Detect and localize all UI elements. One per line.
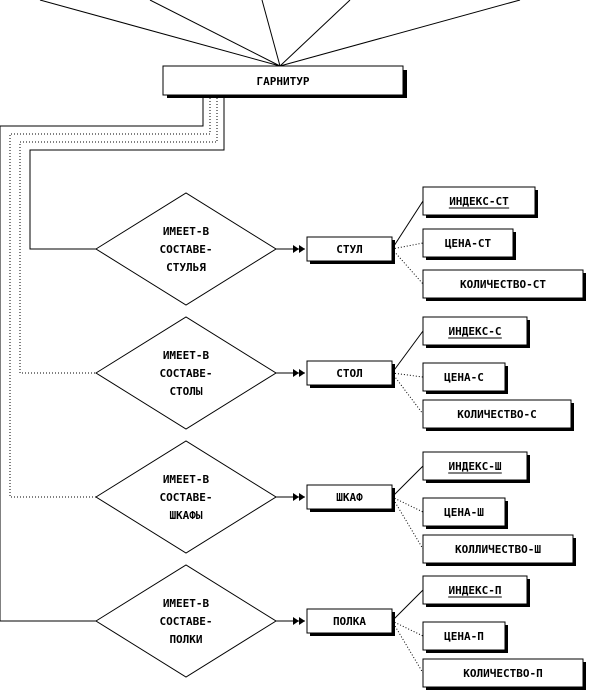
arrowhead-icon <box>299 617 305 625</box>
attribute-label: ИНДЕКС-С <box>449 325 502 338</box>
attribute-connector <box>391 248 424 285</box>
attribute-box: ЦЕНА-Ш <box>422 497 508 529</box>
attribute-label: ЦЕНА-С <box>444 371 484 384</box>
attribute-connector <box>391 496 424 513</box>
attribute-label: ЦЕНА-П <box>444 630 484 643</box>
attribute-box: ЦЕНА-С <box>422 362 508 394</box>
arrowhead-icon <box>299 369 305 377</box>
attribute-connector <box>391 496 424 550</box>
arrowhead-icon <box>293 245 299 253</box>
arrowhead-icon <box>293 617 299 625</box>
arrowhead-icon <box>299 493 305 501</box>
attribute-box: ЦЕНА-П <box>422 621 508 653</box>
attribute-box: КОЛИЧЕСТВО-П <box>422 658 586 690</box>
attribute-connector <box>391 242 424 250</box>
attribute-connector <box>391 200 424 250</box>
attribute-label: КОЛИЧЕСТВО-С <box>457 408 536 421</box>
attribute-label: ЦЕНА-СТ <box>445 237 492 250</box>
diamond-label-line: СОСТАВЕ- <box>160 615 213 628</box>
attribute-label: КОЛИЧЕСТВО-СТ <box>460 278 546 291</box>
attribute-label: ИНДЕКС-СТ <box>449 195 509 208</box>
relation-row: ИМЕЕТ-В СОСТАВЕ- ШКАФЫ ШКАФ ИНДЕКС-Ш ЦЕНА-Ш КО… <box>95 440 576 566</box>
attribute-box: ЦЕНА-СТ <box>422 228 516 260</box>
arrowhead-icon <box>299 245 305 253</box>
relationship-rows: ИМЕЕТ-В СОСТАВЕ- СТУЛЬЯ СТУЛ ИНДЕКС-СТ ЦЕНА-С… <box>95 186 586 690</box>
relation-row: ИМЕЕТ-В СОСТАВЕ- ПОЛКИ ПОЛКА ИНДЕКС-П ЦЕНА-П К… <box>95 564 586 690</box>
entity-label: ШКАФ <box>336 491 363 504</box>
relationship-diamond: ИМЕЕТ-В СОСТАВЕ- СТУЛЬЯ <box>95 192 277 306</box>
attribute-connector <box>391 620 424 637</box>
attribute-box: КОЛИЧЕСТВО-С <box>422 399 574 431</box>
entity-label: ПОЛКА <box>333 615 366 628</box>
attribute-label: КОЛИЧЕСТВО-П <box>463 667 542 680</box>
root-connectors <box>0 95 225 622</box>
relation-row: ИМЕЕТ-В СОСТАВЕ- СТОЛЫ СТОЛ ИНДЕКС-С ЦЕНА-С КО… <box>95 316 574 431</box>
arrowhead-icon <box>293 493 299 501</box>
relationship-diamond: ИМЕЕТ-В СОСТАВЕ- ПОЛКИ <box>95 564 277 678</box>
diamond-label-line: ИМЕЕТ-В <box>163 225 210 238</box>
attribute-connector <box>391 372 424 378</box>
entity-garnitur-label: ГАРНИТУР <box>257 75 310 88</box>
entity-garnitur: ГАРНИТУР <box>162 65 407 98</box>
attribute-box: КОЛЛИЧЕСТВО-Ш <box>422 534 576 566</box>
attribute-box: КОЛИЧЕСТВО-СТ <box>422 269 586 301</box>
key-attribute-box: ИНДЕКС-С <box>422 316 530 348</box>
key-attribute-box: ИНДЕКС-П <box>422 575 530 607</box>
key-attribute-box: ИНДЕКС-Ш <box>422 451 530 483</box>
relationship-diamond: ИМЕЕТ-В СОСТАВЕ- ШКАФЫ <box>95 440 277 554</box>
entity-label: СТОЛ <box>336 367 363 380</box>
key-attribute-box: ИНДЕКС-СТ <box>422 186 538 218</box>
entity-box: ПОЛКА <box>306 608 395 636</box>
diamond-label-line: ИМЕЕТ-В <box>163 349 210 362</box>
entity-label: СТУЛ <box>336 243 363 256</box>
diamond-label-line: ИМЕЕТ-В <box>163 597 210 610</box>
diamond-label-line: СОСТАВЕ- <box>160 243 213 256</box>
top-incoming-lines <box>39 0 521 67</box>
diamond-label-line: СОСТАВЕ- <box>160 491 213 504</box>
diamond-label-line: СТОЛЫ <box>169 385 202 398</box>
diamond-label-line: ПОЛКИ <box>169 633 202 646</box>
entity-box: СТОЛ <box>306 360 395 388</box>
diamond-label-line: ИМЕЕТ-В <box>163 473 210 486</box>
attribute-connector <box>391 372 424 415</box>
attribute-label: ЦЕНА-Ш <box>444 506 484 519</box>
attribute-label: КОЛЛИЧЕСТВО-Ш <box>455 543 541 556</box>
attribute-connector <box>391 330 424 374</box>
relationship-diamond: ИМЕЕТ-В СОСТАВЕ- СТОЛЫ <box>95 316 277 430</box>
entity-box: ШКАФ <box>306 484 395 512</box>
diamond-label-line: ШКАФЫ <box>169 509 202 522</box>
entity-box: СТУЛ <box>306 236 395 264</box>
attribute-connector <box>391 620 424 674</box>
diamond-label-line: СТУЛЬЯ <box>166 261 206 274</box>
relation-row: ИМЕЕТ-В СОСТАВЕ- СТУЛЬЯ СТУЛ ИНДЕКС-СТ ЦЕНА-С… <box>95 186 586 306</box>
attribute-connector <box>391 465 424 498</box>
diamond-label-line: СОСТАВЕ- <box>160 367 213 380</box>
arrowhead-icon <box>293 369 299 377</box>
attribute-label: ИНДЕКС-Ш <box>449 460 502 473</box>
attribute-label: ИНДЕКС-П <box>449 584 502 597</box>
attribute-connector <box>391 589 424 622</box>
